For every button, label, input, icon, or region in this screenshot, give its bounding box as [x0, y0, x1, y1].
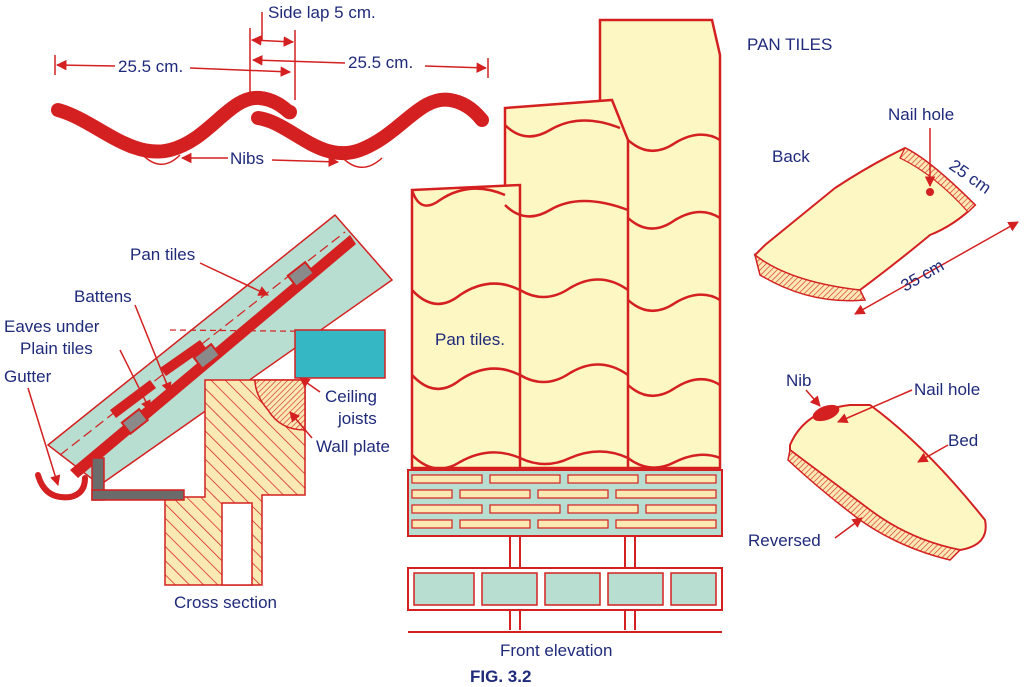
nib-left [139, 151, 181, 165]
front-elevation-label: Front elevation [500, 641, 612, 660]
eaves-label-1: Eaves under [4, 317, 100, 336]
soffit [91, 489, 185, 501]
ceiling-leader [299, 377, 321, 393]
bed-label: Bed [948, 431, 978, 450]
tile-stack [410, 18, 722, 470]
nail-hole-bottom-leader [837, 389, 913, 424]
wall-plate-leader [289, 411, 313, 439]
ceiling-label-1: Ceiling [325, 387, 377, 406]
nib-shape [812, 404, 840, 422]
lower-blocks [413, 572, 717, 606]
tile-courses [411, 119, 721, 470]
nibs-label: Nibs [230, 149, 264, 168]
pan-tiles-leader [199, 262, 269, 296]
figure-caption: FIG. 3.2 [470, 667, 531, 686]
reversed-label: Reversed [748, 531, 821, 550]
batten [192, 342, 222, 371]
tile-profile-left [51, 90, 297, 159]
nibs-arrow-right [271, 156, 340, 167]
tile-profile-right [251, 92, 489, 161]
pan-tiles-elev-label: Pan tiles. [435, 330, 505, 349]
nib-right [339, 154, 383, 168]
pan-tiles-section-label: Pan tiles [130, 245, 195, 264]
reversed-tile-edge [787, 448, 962, 561]
battens-leader [134, 304, 172, 393]
ceiling-joist [294, 329, 386, 379]
tile-column [410, 187, 506, 207]
ceiling-label-2: joists [337, 409, 377, 428]
dim-line-left [55, 59, 116, 71]
nail-hole-bottom-label: Nail hole [914, 380, 980, 399]
eaves-leader [119, 349, 151, 411]
back-tile-edge [899, 147, 976, 213]
cross-section: Pan tiles Battens Eaves under Plain tile… [4, 213, 394, 612]
bed-leader [917, 444, 949, 463]
battens-label: Battens [74, 287, 132, 306]
wall-plate-label: Wall plate [316, 437, 390, 456]
dim-35-label: 35 cm [898, 256, 948, 296]
nail-hole-dot [926, 188, 934, 196]
nib-leader [805, 389, 821, 407]
front-elevation: Pan tiles. Front elevation [407, 18, 723, 660]
side-lap-dim [250, 35, 295, 47]
tile-column [503, 98, 630, 470]
dim-line-right-b [424, 62, 488, 73]
dim-line-left-b [189, 66, 292, 77]
eaves-tile [110, 380, 156, 418]
batten [286, 260, 316, 289]
pan-tiles-title: PAN TILES [747, 35, 832, 54]
nib-label: Nib [786, 371, 812, 390]
reversed-leader [834, 517, 863, 539]
gutter-leader [27, 387, 61, 487]
eaves-label-2: Plain tiles [20, 339, 93, 358]
dim-35-line [854, 221, 1019, 315]
wall-opening [221, 502, 253, 586]
gutter-label: Gutter [4, 367, 52, 386]
cross-section-label: Cross section [174, 593, 277, 612]
dim-right-label: 25.5 cm. [348, 53, 413, 72]
side-lap-label: Side lap 5 cm. [268, 3, 376, 22]
bricks [411, 474, 717, 529]
roof-line [169, 329, 383, 333]
tile-profile: Nibs 25.5 cm. 25.5 cm. Side lap 5 cm. [51, 3, 489, 168]
tile-details: PAN TILES Back Nail hole 25 cm 35 cm Nib… [747, 35, 1019, 561]
dim-line-right [251, 55, 346, 66]
dim-left-label: 25.5 cm. [118, 57, 183, 76]
nail-hole-top-label: Nail hole [888, 105, 954, 124]
gutter-shape [35, 472, 88, 501]
eaves-tile [160, 340, 206, 376]
tile-column [410, 183, 522, 470]
back-label: Back [772, 147, 810, 166]
batten [120, 407, 150, 436]
